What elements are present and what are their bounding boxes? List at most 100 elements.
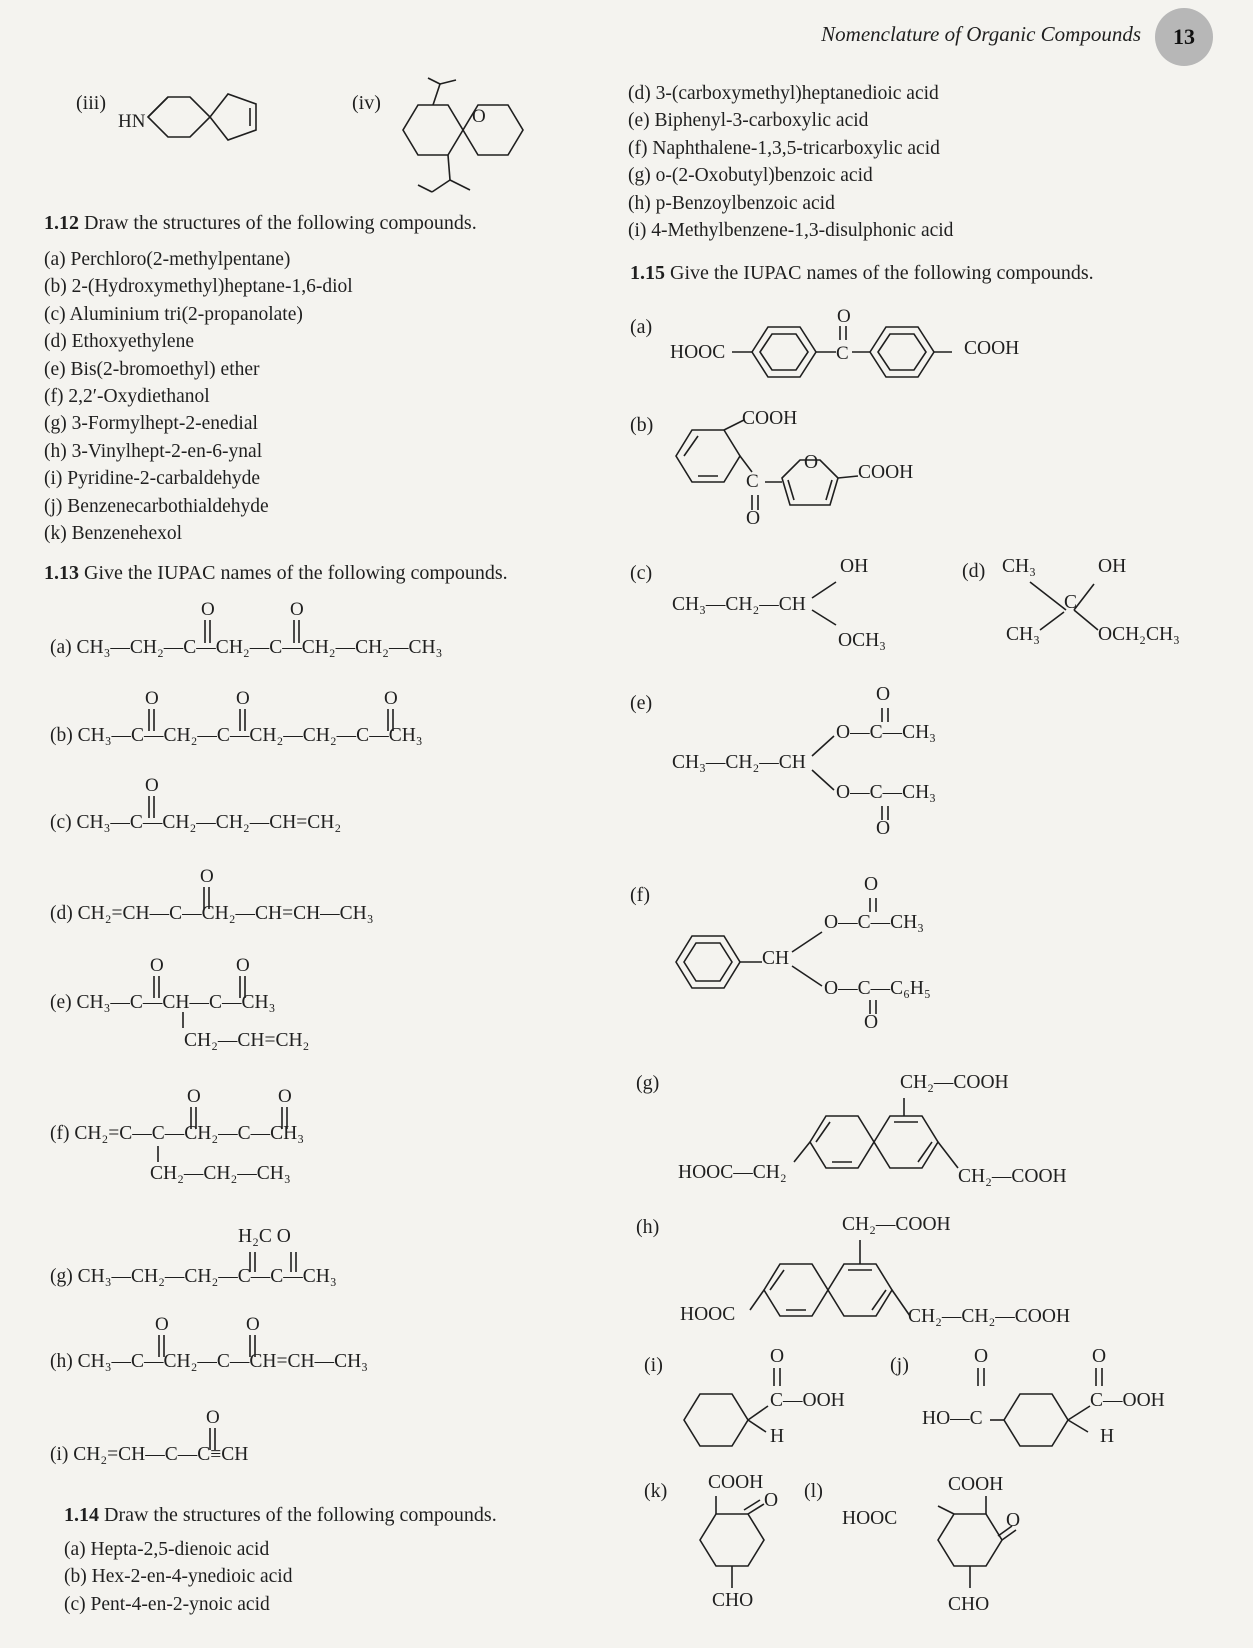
q114-cont-list: (d) 3-(carboxymethyl)heptanedioic acid (…	[628, 80, 953, 244]
q115-f-ch: CH	[762, 948, 790, 969]
list-item: (a) Perchloro(2-methylpentane)	[44, 249, 291, 270]
list-item: (k) Benzenehexol	[44, 523, 183, 545]
q115-f-o-bot: O	[864, 1012, 879, 1033]
q115-c-och3: OCH₃	[838, 630, 886, 651]
label-a: (a)	[630, 316, 653, 338]
svg-text:O: O	[145, 688, 159, 709]
q115-b-cooh-right: COOH	[858, 462, 914, 483]
q113-i: (i) CH₂=CH—C—C≡CH	[50, 1444, 249, 1465]
q115-f-bot: O—C—C₆H₅	[824, 978, 931, 999]
svg-text:O: O	[290, 599, 304, 620]
q115-d-ch3-top: CH₃	[1002, 556, 1036, 577]
q115-b-cooh-top: COOH	[742, 408, 798, 429]
svg-text:O: O	[200, 866, 214, 887]
svg-text:O: O	[837, 306, 851, 327]
q113-f-sub: CH₂—CH₂—CH₃	[150, 1163, 291, 1184]
q113-carbonyls: O O O O O O O O O O O O O O	[145, 599, 398, 1450]
struct-iii-hn: HN	[118, 111, 146, 132]
q115-k-bot: CHO	[712, 1590, 754, 1611]
q115-a-right: COOH	[964, 338, 1020, 359]
label-b: (b)	[630, 414, 654, 436]
question-text: Give the IUPAC names of the following co…	[670, 262, 1094, 284]
q115-d-ch3-bot: CH₃	[1006, 624, 1040, 645]
svg-text:O: O	[278, 1086, 292, 1107]
q115-k-top: COOH	[708, 1472, 764, 1493]
svg-text:O: O	[384, 688, 398, 709]
list-item: (c) Aluminium tri(2-propanolate)	[44, 303, 303, 325]
list-item: (j) Benzenecarbothialdehyde	[44, 495, 269, 517]
svg-text:O: O	[155, 1314, 169, 1335]
q115-l-bot: CHO	[948, 1594, 990, 1615]
q115-h-left: HOOC	[680, 1304, 736, 1325]
svg-text:O: O	[236, 955, 250, 976]
structure-iv: O	[402, 77, 524, 193]
q114-list: (a) Hepta-2,5-dienoic acid (b) Hex-2-en-…	[64, 1536, 292, 1618]
label-iv: (iv)	[352, 92, 381, 114]
q113-g: (g) CH₃—CH₂—CH₂—C—C—CH₃	[50, 1266, 337, 1287]
q113-c: (c) CH₃—C—CH₂—CH₂—CH=CH₂	[50, 812, 342, 833]
label-j: (j)	[890, 1354, 909, 1376]
q113-a: (a) CH₃—CH₂—C—CH₂—C—CH₂—CH₂—CH₃	[50, 637, 443, 658]
q113-e: (e) CH₃—C—CH—C—CH₃	[50, 992, 276, 1013]
q115-b-structure: C	[675, 419, 859, 510]
q115-d-c: C	[1064, 592, 1078, 613]
svg-text:O: O	[246, 1314, 260, 1335]
list-item: (d) 3-(carboxymethyl)heptanedioic acid	[628, 83, 939, 104]
question-number: 1.14	[64, 1504, 99, 1526]
label-l: (l)	[804, 1480, 823, 1502]
q113-e-sub: CH₂—CH=CH₂	[184, 1030, 310, 1051]
question-number: 1.12	[44, 212, 79, 234]
question-1-14: 1.14 Draw the structures of the followin…	[64, 1504, 497, 1527]
struct-iv-o: O	[472, 106, 486, 127]
q115-e-bot: O—C—CH₃	[836, 782, 936, 803]
q115-g-left: HOOC—CH₂	[678, 1162, 787, 1183]
q115-f-top: O—C—CH₃	[824, 912, 924, 933]
list-item: (c) Pent-4-en-2-ynoic acid	[64, 1593, 270, 1615]
question-1-12: 1.12 Draw the structures of the followin…	[44, 212, 477, 235]
label-g: (g)	[636, 1072, 660, 1094]
q115-a-structure: C O	[732, 306, 952, 378]
q113-b: (b) CH₃—C—CH₂—C—CH₂—CH₂—C—CH₃	[50, 725, 423, 746]
q115-j-o-right: O	[1092, 1346, 1107, 1367]
question-text: Draw the structures of the following com…	[84, 212, 477, 234]
page-number-badge: 13	[1155, 8, 1213, 66]
label-d: (d)	[962, 560, 986, 582]
q115-i-h: H	[770, 1426, 785, 1447]
question-text: Give the IUPAC names of the following co…	[84, 562, 508, 584]
q115-l-left: HOOC	[842, 1508, 898, 1529]
list-item: (h) p-Benzoylbenzoic acid	[628, 192, 835, 214]
label-e: (e)	[630, 692, 653, 714]
q115-g-top: CH₂—COOH	[900, 1072, 1009, 1093]
label-iii: (iii)	[76, 92, 106, 114]
list-item: (i) 4-Methylbenzene-1,3-disulphonic acid	[628, 220, 954, 242]
list-item: (g) 3-Formylhept-2-enedial	[44, 413, 258, 435]
svg-text:O: O	[236, 688, 250, 709]
q115-j-group: C—OOH	[1090, 1390, 1165, 1411]
structure-iii: HN	[118, 93, 257, 141]
list-item: (e) Bis(2-bromoethyl) ether	[44, 358, 260, 380]
q115-cdef-bonds	[675, 581, 1099, 1014]
q115-j-h: H	[1100, 1426, 1115, 1447]
q115-g-right: CH₂—COOH	[958, 1166, 1067, 1187]
q115-e-o-top: O	[876, 684, 891, 705]
q115-e-top: O—C—CH₃	[836, 722, 936, 743]
q115-l-top: COOH	[948, 1474, 1004, 1495]
q113-g-top: H₂C O	[238, 1226, 291, 1247]
list-item: (g) o-(2-Oxobutyl)benzoic acid	[628, 165, 873, 187]
q115-i-structure	[683, 1368, 781, 1447]
q113-d: (d) CH₂=CH—C—CH₂—CH=CH—CH₃	[50, 903, 374, 924]
q115-l-o: O	[1006, 1510, 1021, 1531]
question-1-13: 1.13 Give the IUPAC names of the followi…	[44, 562, 508, 585]
q115-i-group: C—OOH	[770, 1390, 845, 1411]
label-c: (c)	[630, 562, 653, 584]
svg-text:O: O	[201, 599, 215, 620]
label-k: (k)	[644, 1480, 668, 1502]
q115-e-chain: CH₃—CH₂—CH	[672, 752, 806, 773]
svg-text:C: C	[836, 343, 849, 364]
question-number: 1.13	[44, 562, 79, 584]
q115-h-right: CH₂—CH₂—COOH	[908, 1306, 1071, 1327]
question-text: Draw the structures of the following com…	[104, 1504, 497, 1526]
svg-text:O: O	[145, 775, 159, 796]
running-header: Nomenclature of Organic Compounds	[821, 22, 1141, 46]
list-item: (h) 3-Vinylhept-2-en-6-ynal	[44, 440, 263, 462]
